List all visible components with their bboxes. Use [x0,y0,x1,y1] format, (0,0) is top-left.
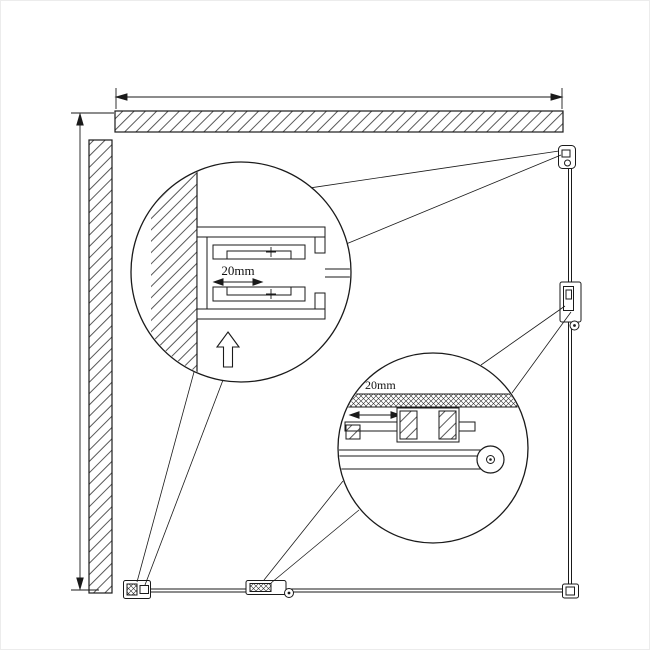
down-arrowhead [76,577,84,591]
leader-lines [136,150,572,586]
adjustment-arrow-top [212,278,264,286]
bottom-left-wall-bracket [123,580,151,599]
leader-top-circle-to-bottom-bracket-b [144,379,224,586]
leader-top-circle-to-pivot-b [347,154,562,244]
roller-wheel [476,445,505,474]
left-height-dimension [71,112,114,591]
leader-bottom-circle-to-hinge-b [511,311,572,394]
right-middle-hinge-clamp [559,281,582,331]
right-glass-panel [568,168,572,585]
detail-wall-section [151,163,197,381]
screw-mark-top [266,247,276,257]
adjustment-dimension-label-top: 20mm [221,263,254,278]
leader-top-circle-to-pivot-a [311,150,560,189]
top-right-pivot-bracket [558,145,576,169]
adjustment-arrow-bottom [348,411,402,419]
view-direction-arrow-icon [215,331,241,368]
roller-clamp-cross-section [339,407,491,470]
bottom-right-corner-connector [562,583,579,599]
leader-bottom-circle-to-roller-a [263,480,344,581]
left-arrowhead [114,93,128,101]
detail-track-section [346,393,518,408]
leader-top-circle-to-bottom-bracket-a [136,371,195,583]
leader-bottom-circle-to-roller-b [270,509,360,584]
screw-mark-bottom [266,289,276,299]
detail-circle-top-left: 20mm [130,161,352,383]
up-arrowhead [76,112,84,126]
bottom-glass-panel [151,588,563,593]
top-wall-hatched [114,110,564,133]
left-wall-hatched [88,139,113,594]
right-arrowhead [550,93,564,101]
leader-bottom-circle-to-hinge-a [480,305,566,366]
top-width-dimension [114,88,564,109]
wall-profile-cross-section [196,226,350,320]
adjustment-dimension-label-bottom: 20mm [365,378,396,392]
bottom-middle-roller-clamp [245,580,294,598]
detail-circle-bottom-right: 20mm [337,352,529,544]
